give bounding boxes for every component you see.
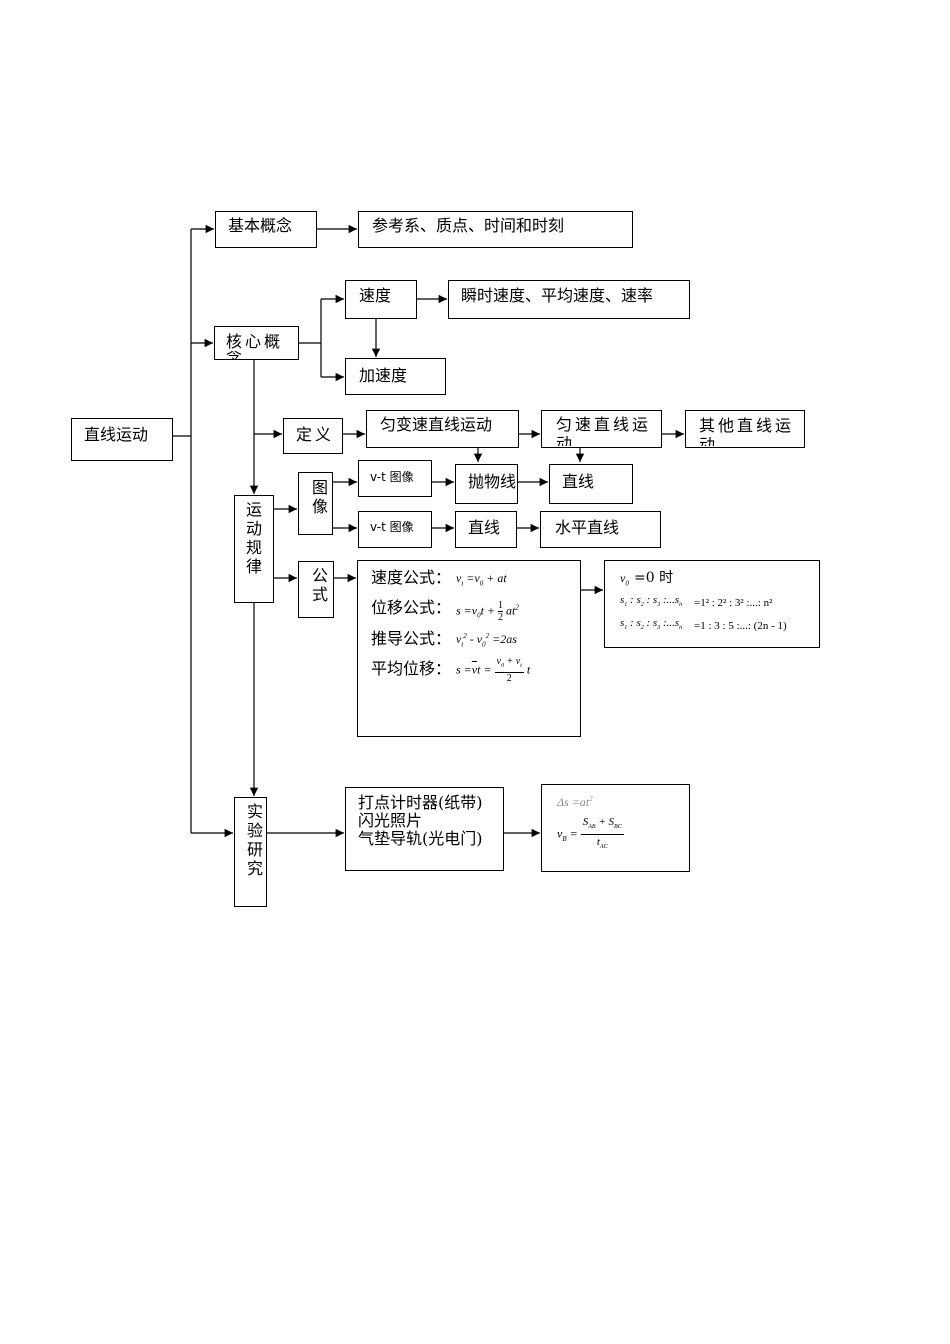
node-other-motion-clipped: 动 xyxy=(699,437,719,446)
node-velocity-label: 速度 xyxy=(359,286,392,305)
node-core-concepts-clipped: 念 xyxy=(226,351,244,359)
initial-zero-ratio-b: =1 : 3 : 5 :...: (2n - 1) xyxy=(694,620,787,632)
initial-zero-lhs-a: s1 : s2 : s3 :...sn xyxy=(620,594,683,609)
node-velocity-detail xyxy=(448,280,690,319)
node-straight-line-1 xyxy=(549,464,633,504)
node-straight-line-2 xyxy=(455,511,517,548)
node-root-label: 直线运动 xyxy=(84,425,149,444)
node-vt-graph-2 xyxy=(358,511,432,548)
initial-zero-ratio-a: =1² : 2² : 3² :...: n² xyxy=(694,597,773,609)
node-basic-concepts xyxy=(215,211,317,248)
node-acceleration-label: 加速度 xyxy=(359,366,408,385)
node-uniform-accel xyxy=(366,410,519,448)
node-experiment-formulas xyxy=(541,784,690,872)
formula-average-label: 平均位移： xyxy=(371,659,452,678)
experiment-method-3: 气垫导轨(光电门) xyxy=(358,829,483,848)
node-parabola xyxy=(455,464,518,504)
formula-derived-math: vt2 - v02 =2as xyxy=(456,632,517,649)
node-experiment-methods xyxy=(345,787,504,871)
node-graph-label: 图像 xyxy=(311,478,328,516)
node-basic-concepts-detail-label: 参考系、质点、时间和时刻 xyxy=(372,216,565,235)
experiment-formula-delta-s: Δs =at2 xyxy=(557,795,593,809)
experiment-method-1: 打点计时器(纸带) xyxy=(358,793,483,812)
node-core-concepts-label: 核心概 xyxy=(226,332,284,351)
node-vt-graph-1-label: v-t 图像 xyxy=(370,470,414,484)
node-uniform-accel-label: 匀变速直线运动 xyxy=(380,415,493,434)
node-uniform-motion-label: 匀速直线运 xyxy=(556,415,652,434)
formula-velocity-label: 速度公式： xyxy=(371,568,452,587)
node-vt-graph-1 xyxy=(358,460,432,497)
node-straight-line-1-label: 直线 xyxy=(562,472,595,491)
node-motion-laws xyxy=(234,495,274,603)
node-formula xyxy=(298,561,334,618)
node-basic-concepts-detail xyxy=(358,211,633,248)
node-initial-zero xyxy=(604,560,820,648)
node-experiment-label: 实验研究 xyxy=(246,802,263,878)
node-graph xyxy=(298,472,333,535)
node-parabola-label: 抛物线 xyxy=(468,472,517,491)
node-straight-line-2-label: 直线 xyxy=(468,518,501,537)
node-definition-label: 定义 xyxy=(296,425,335,444)
node-experiment xyxy=(234,797,267,907)
node-core-concepts xyxy=(214,326,299,360)
node-velocity-detail-label: 瞬时速度、平均速度、速率 xyxy=(461,286,654,305)
node-formula-label: 公式 xyxy=(311,566,328,604)
initial-zero-v0: v0 xyxy=(620,571,629,588)
node-uniform-motion-clipped: 动 xyxy=(556,436,573,446)
node-basic-concepts-label: 基本概念 xyxy=(228,216,293,235)
node-other-motion-label: 其他直线运 xyxy=(699,416,795,435)
experiment-method-2: 闪光照片 xyxy=(358,811,423,830)
node-definition xyxy=(283,418,343,454)
initial-zero-lhs-b: s1 : s2 : s3 :...sn xyxy=(620,617,683,632)
node-uniform-motion xyxy=(541,410,662,448)
node-horizontal-line-label: 水平直线 xyxy=(555,518,620,537)
node-other-motion xyxy=(685,410,805,448)
node-horizontal-line xyxy=(540,511,661,548)
node-vt-graph-2-label: v-t 图像 xyxy=(370,520,414,534)
node-motion-laws-label: 运动规律 xyxy=(245,500,262,576)
formula-displacement-label: 位移公式： xyxy=(371,598,452,617)
node-velocity xyxy=(345,280,417,319)
formula-velocity-math: vt =v0 + at xyxy=(456,571,507,588)
node-formulas xyxy=(357,560,581,737)
formula-derived-label: 推导公式： xyxy=(371,629,452,648)
initial-zero-condition: =0 时 xyxy=(634,570,674,586)
node-root xyxy=(71,418,173,461)
node-acceleration xyxy=(345,358,446,395)
